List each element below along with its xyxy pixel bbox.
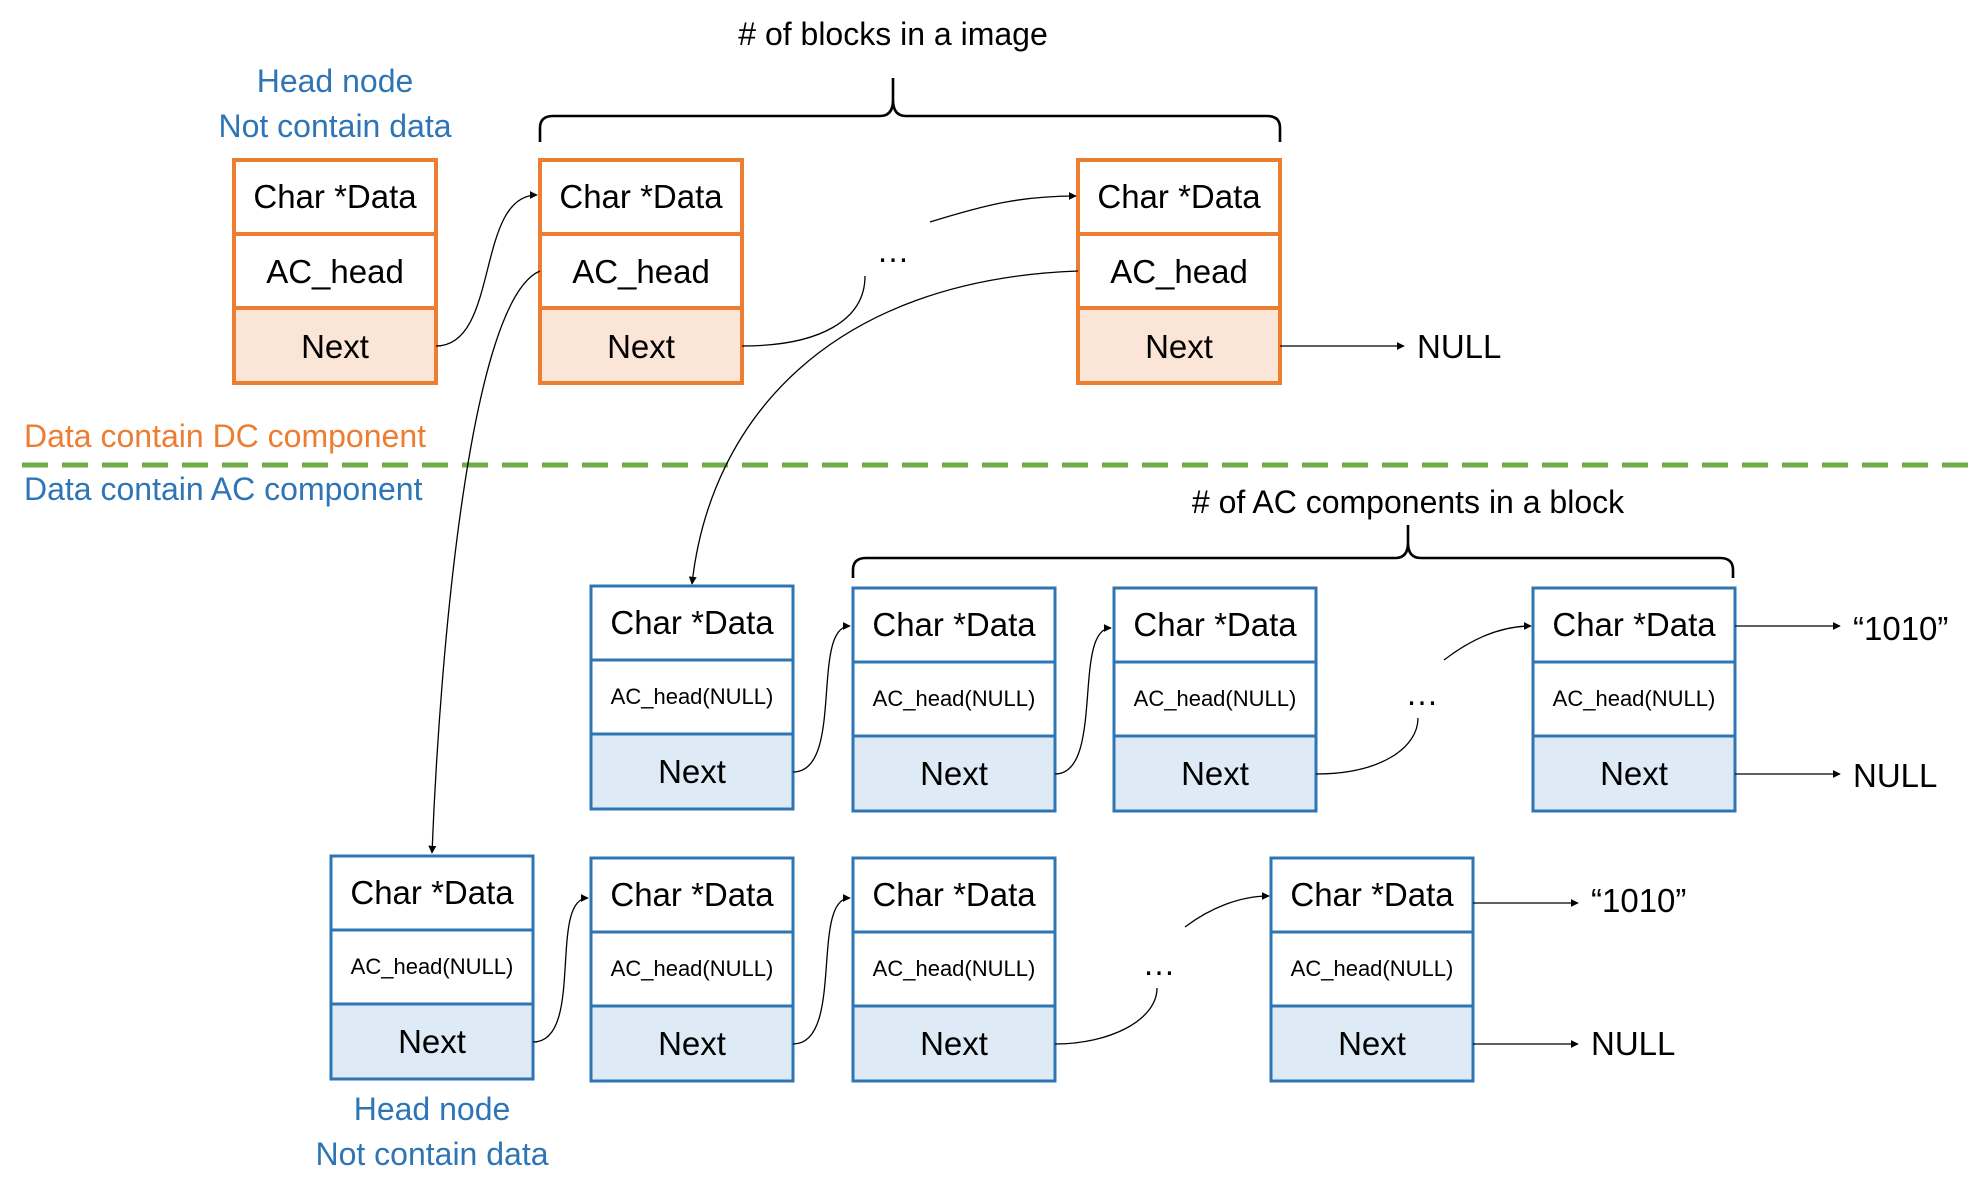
node-data-field: Char *Data — [872, 606, 1036, 643]
ac-row2-ellipsis-arrow — [1184, 892, 1270, 928]
node-ac-head-field: AC_head(NULL) — [1553, 686, 1716, 711]
node-ac-head-field: AC_head(NULL) — [351, 954, 514, 979]
node-next-field: Next — [1145, 328, 1213, 365]
dc-last-ac-pointer — [688, 270, 1079, 585]
ac-row1-node-last: Char *Data AC_head(NULL) Next — [1531, 586, 1737, 813]
dc-head-node: Char *Data AC_head Next — [232, 158, 438, 385]
node-data-field: Char *Data — [610, 876, 774, 913]
ac-row2-node-last: Char *Data AC_head(NULL) Next — [1269, 856, 1475, 1083]
ac-row2-link-1 — [792, 894, 851, 1045]
ac-row2-node-1: Char *Data AC_head(NULL) Next — [589, 856, 795, 1083]
node-data-field: Char *Data — [253, 178, 417, 215]
blocks-brace — [538, 78, 1282, 142]
node-ac-head-field: AC_head(NULL) — [1134, 686, 1297, 711]
ac-row2-null-label: NULL — [1591, 1025, 1675, 1062]
node-next-field: Next — [1338, 1025, 1406, 1062]
ac-row1-node-3: Char *Data AC_head(NULL) Next — [1112, 586, 1318, 813]
dc-head-next-arrow — [435, 191, 538, 347]
blocks-in-image-label: # of blocks in a image — [738, 16, 1048, 52]
ac-section-label: Data contain AC component — [24, 471, 423, 507]
node-ac-head-field: AC_head(NULL) — [611, 956, 774, 981]
dc-null-label: NULL — [1417, 328, 1501, 365]
node-ac-head-field: AC_head — [1110, 253, 1248, 290]
node-ac-head-field: AC_head(NULL) — [1291, 956, 1454, 981]
ac-row1-node-2: Char *Data AC_head(NULL) Next — [851, 586, 1057, 813]
dc-head-ac-pointer — [428, 270, 541, 854]
node-data-field: Char *Data — [610, 604, 774, 641]
node-data-field: Char *Data — [1133, 606, 1297, 643]
ac-components-brace — [851, 525, 1735, 578]
ac-row1-link-2 — [1054, 624, 1112, 775]
ac-row1-string-label: “1010” — [1853, 610, 1948, 647]
node-ac-head-field: AC_head — [572, 253, 710, 290]
node-next-field: Next — [920, 755, 988, 792]
dc-ellipsis-to-last-arrow — [929, 192, 1077, 223]
node-next-field: Next — [607, 328, 675, 365]
node-next-field: Next — [658, 753, 726, 790]
ac-row1-link-1 — [792, 622, 851, 773]
node-data-field: Char *Data — [1290, 876, 1454, 913]
dc-ellipsis: … — [877, 232, 910, 269]
ac-components-label: # of AC components in a block — [1192, 484, 1625, 520]
ac-row1-ellipsis: … — [1406, 675, 1439, 712]
node-next-field: Next — [920, 1025, 988, 1062]
dc-block-node-1: Char *Data AC_head Next — [538, 158, 744, 385]
node-data-field: Char *Data — [559, 178, 723, 215]
ac-row1-node-1: Char *Data AC_head(NULL) Next — [589, 584, 795, 811]
ac-row2-string-label: “1010” — [1591, 882, 1686, 919]
node-ac-head-field: AC_head(NULL) — [873, 956, 1036, 981]
dc-block-node-last: Char *Data AC_head Next — [1076, 158, 1282, 385]
dc-not-contain-data-label: Not contain data — [218, 108, 451, 144]
node-ac-head-field: AC_head(NULL) — [611, 684, 774, 709]
ac-row2-head-node: Char *Data AC_head(NULL) Next — [329, 854, 535, 1081]
ac-row2-node-2: Char *Data AC_head(NULL) Next — [851, 856, 1057, 1083]
node-data-field: Char *Data — [1552, 606, 1716, 643]
node-next-field: Next — [658, 1025, 726, 1062]
ac-row1-link-3 — [1315, 717, 1419, 775]
node-data-field: Char *Data — [872, 876, 1036, 913]
node-data-field: Char *Data — [350, 874, 514, 911]
ac-row1-ellipsis-arrow — [1443, 622, 1532, 661]
node-next-field: Next — [301, 328, 369, 365]
ac-row2-link-2 — [1054, 987, 1158, 1045]
node-next-field: Next — [398, 1023, 466, 1060]
ac-row1-null-label: NULL — [1853, 757, 1937, 794]
dc-block1-next-connector — [741, 275, 866, 347]
ac-row2-ellipsis: … — [1143, 945, 1176, 982]
node-next-field: Next — [1600, 755, 1668, 792]
node-data-field: Char *Data — [1097, 178, 1261, 215]
node-ac-head-field: AC_head(NULL) — [873, 686, 1036, 711]
ac-row2-link-head — [532, 894, 589, 1043]
dc-head-node-label: Head node — [257, 63, 414, 99]
dc-section-label: Data contain DC component — [24, 418, 426, 454]
node-ac-head-field: AC_head — [266, 253, 404, 290]
ac-head-node-label: Head node — [354, 1091, 511, 1127]
node-next-field: Next — [1181, 755, 1249, 792]
ac-not-contain-data-label: Not contain data — [315, 1136, 548, 1172]
